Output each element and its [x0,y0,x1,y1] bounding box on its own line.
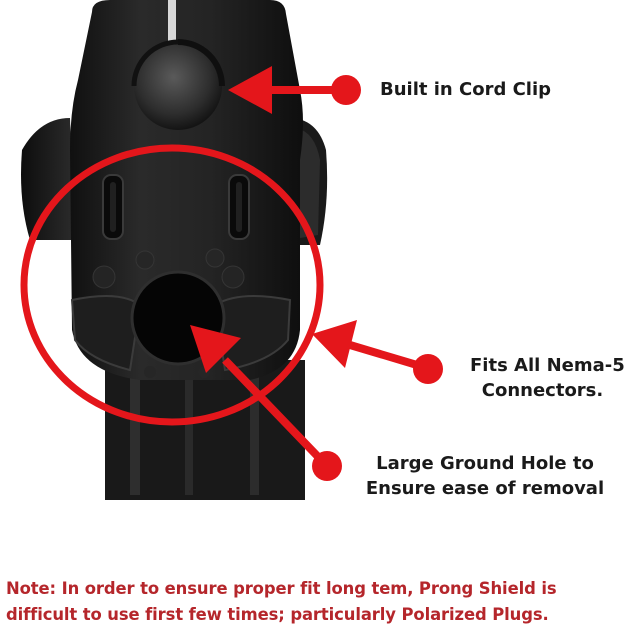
callout-ground-line1: Large Ground Hole to [376,453,594,474]
note-line1: Note: In order to ensure proper fit long… [6,579,557,598]
callout-nema: Fits All Nema-5 Connectors. [470,353,625,403]
callout-nema-line1: Fits All Nema-5 [470,355,625,376]
arrow-cord-clip [228,66,361,114]
arrow-ground [190,325,342,481]
cord-clip-hole [134,42,222,130]
callout-ground-line2: Ensure ease of removal [365,478,605,499]
callout-cord-clip-text: Built in Cord Clip [380,79,552,100]
callout-nema-line2: Connectors. [481,380,604,401]
callout-ground-hole: Large Ground Hole to Ensure ease of remo… [355,451,615,501]
note-line2: difficult to use first few times; partic… [6,605,549,624]
highlight-circle [20,144,324,426]
note-text: Note: In order to ensure proper fit long… [6,576,640,628]
arrow-nema [312,320,443,384]
left-wing [21,118,74,240]
callout-cord-clip: Built in Cord Clip [380,77,551,102]
